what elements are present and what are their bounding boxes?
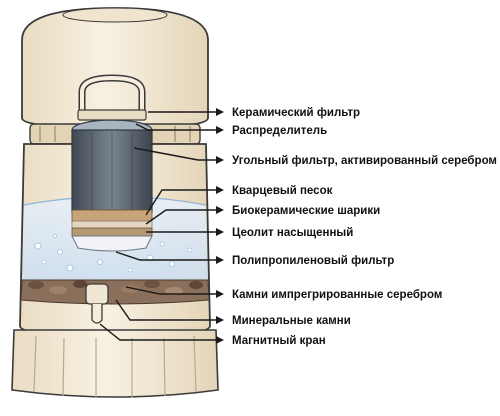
filter-base [11, 329, 219, 398]
magnetic-tap-body [85, 283, 109, 324]
label-zeolite: Цеолит насыщенный [232, 227, 353, 239]
stones-layer [20, 279, 210, 305]
label-polypropylene-filter: Полипропиленовый фильтр [232, 255, 394, 267]
upper-container [21, 7, 209, 129]
filter-cartridge [71, 119, 153, 252]
label-quartz-sand: Кварцевый песок [232, 185, 333, 197]
label-carbon-filter: Угольный фильтр, активированный серебром [232, 155, 497, 167]
label-bioceramic-balls: Биокерамические шарики [232, 205, 380, 217]
label-distributor: Распределитель [232, 125, 327, 137]
ceramic-filter-handle [77, 74, 147, 121]
label-mineral-stones: Минеральные камни [232, 315, 351, 327]
labels: Керамический фильтр Распределитель Уголь… [232, 107, 497, 347]
leader-lines [99, 108, 224, 344]
label-silver-stones: Камни импрегрированные серебром [232, 289, 442, 301]
label-magnetic-tap: Магнитный кран [232, 335, 326, 347]
label-ceramic-filter: Керамический фильтр [232, 107, 360, 119]
